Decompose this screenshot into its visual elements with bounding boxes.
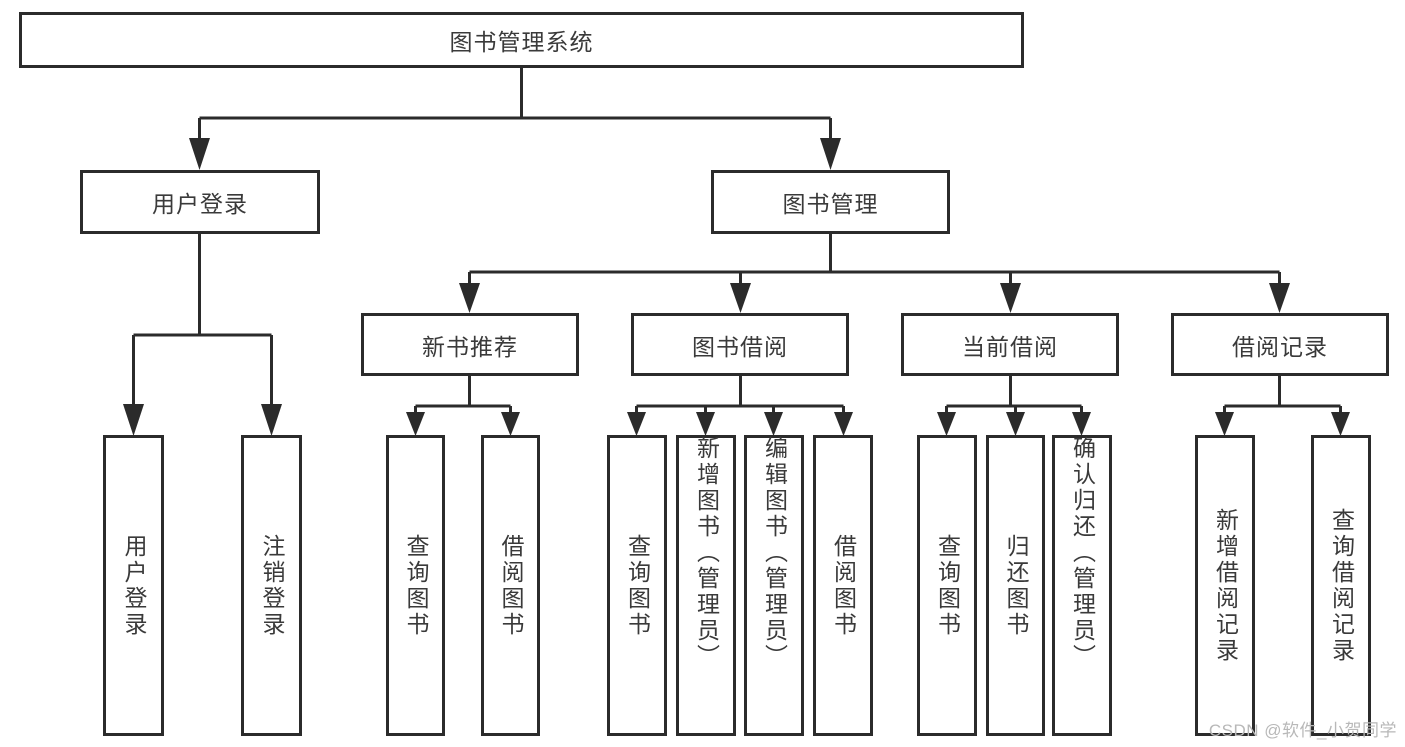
arrowhead-user-login [189,138,210,170]
node-box-book-mgmt[interactable] [711,170,950,234]
arrowhead-current-leaf-1 [937,412,956,436]
arrowhead-new-book [459,283,480,313]
arrowhead-borrow-leaf-4 [834,412,853,436]
arrowhead-current [1000,283,1021,313]
node-box-new-book[interactable] [361,313,579,376]
arrowhead-book-mgmt [820,138,841,170]
node-box-current[interactable] [901,313,1119,376]
node-box-leaf-borrow-query[interactable] [607,435,667,736]
node-box-leaf-current-confirm[interactable] [1052,435,1112,736]
edge-group-new-book [406,375,520,436]
arrowhead-new-book-leaf-1 [406,412,425,436]
node-box-leaf-logout[interactable] [241,435,302,736]
node-box-leaf-borrow-lend[interactable] [813,435,873,736]
node-box-leaf-record-add[interactable] [1195,435,1255,736]
node-box-leaf-user-login[interactable] [103,435,164,736]
edge-group-record [1215,375,1350,436]
node-box-borrow[interactable] [631,313,849,376]
arrowhead-record [1269,283,1290,313]
arrowhead-borrow-leaf-1 [627,412,646,436]
arrowhead-borrow-leaf-2 [696,412,715,436]
edge-group-current [937,375,1091,436]
node-box-root[interactable] [19,12,1024,68]
node-box-leaf-record-query[interactable] [1311,435,1371,736]
arrowhead-record-leaf-1 [1215,412,1234,436]
node-box-record[interactable] [1171,313,1389,376]
edge-group-borrow [627,375,853,436]
arrowhead-current-leaf-2 [1006,412,1025,436]
edge-group-user-login [123,232,282,436]
node-box-user-login[interactable] [80,170,320,234]
arrowhead-borrow-leaf-3 [764,412,783,436]
arrowhead-current-leaf-3 [1072,412,1091,436]
arrowhead-new-book-leaf-2 [501,412,520,436]
node-box-leaf-current-return[interactable] [986,435,1045,736]
arrowhead-record-leaf-2 [1331,412,1350,436]
arrowhead-leaf-user-login [123,404,144,436]
node-box-leaf-current-query[interactable] [917,435,977,736]
node-box-leaf-newbook-query[interactable] [386,435,445,736]
node-box-leaf-borrow-add[interactable] [676,435,736,736]
edge-group-book-mgmt [459,232,1290,313]
arrowhead-leaf-logout [261,404,282,436]
arrowhead-borrow [730,283,751,313]
node-box-leaf-newbook-borrow[interactable] [481,435,540,736]
node-box-leaf-borrow-edit[interactable] [744,435,804,736]
edge-group-root [189,67,841,170]
